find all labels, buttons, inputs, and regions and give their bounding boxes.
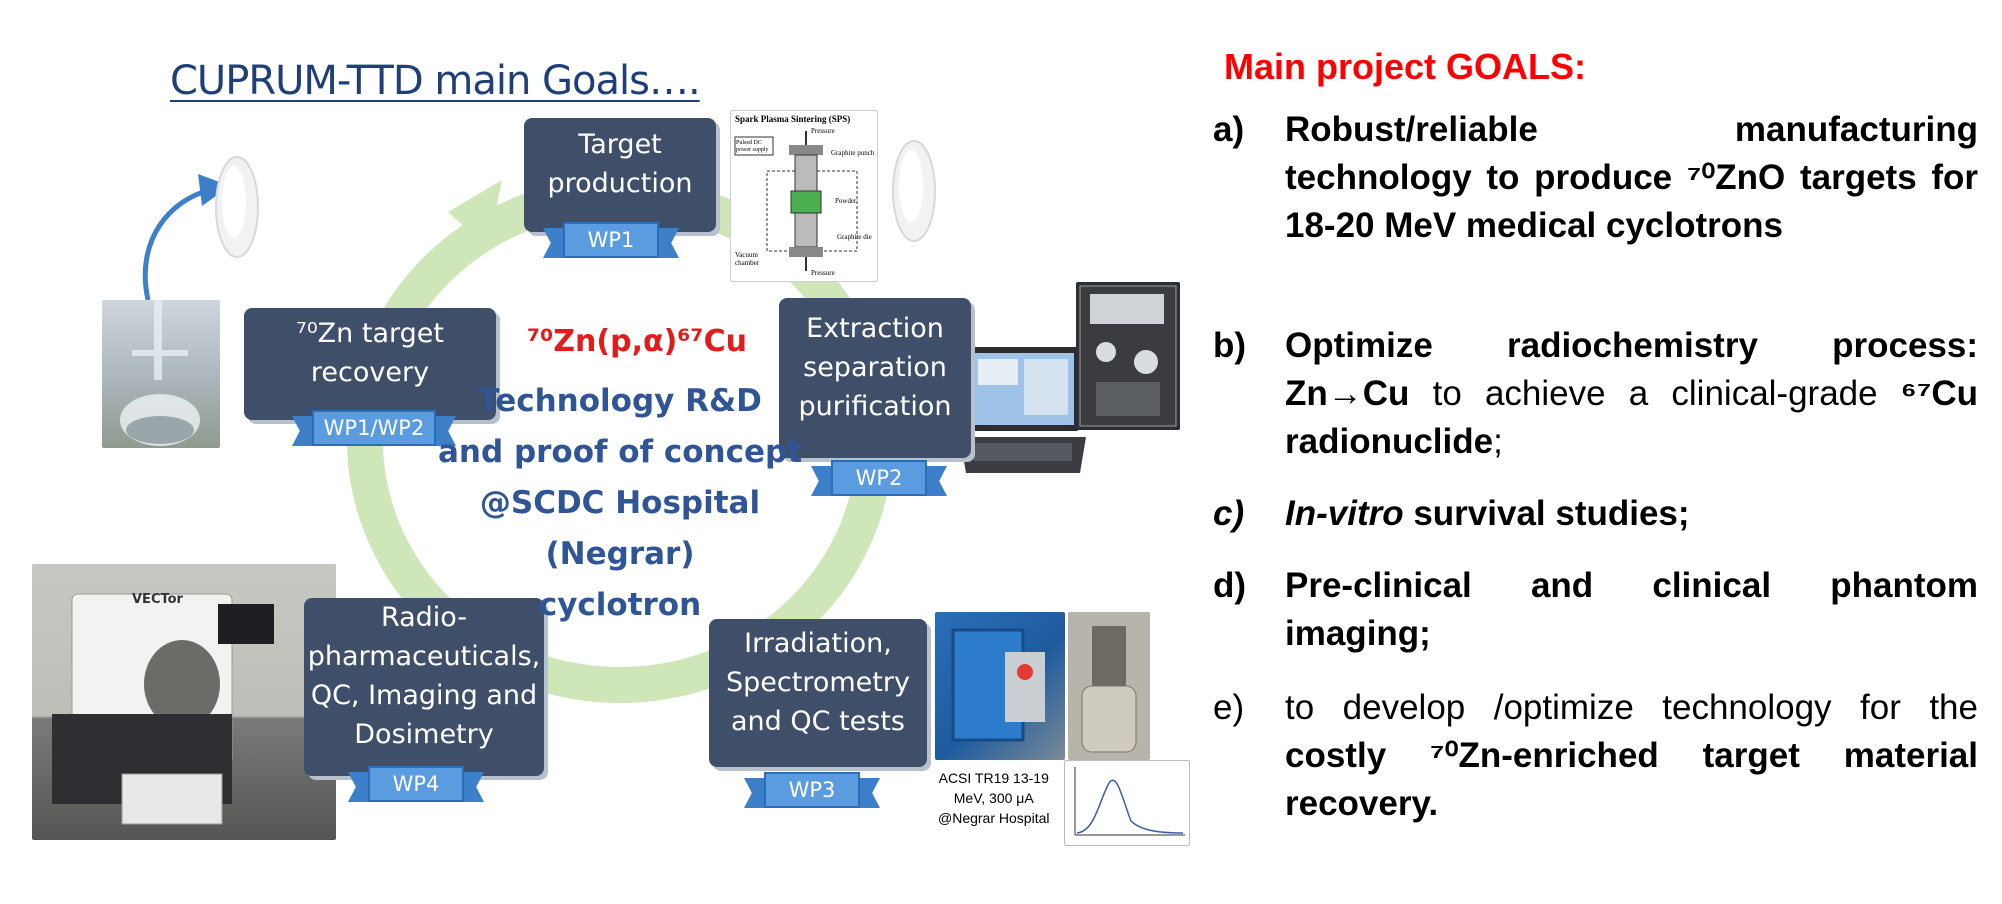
sps-label: Graphite punch xyxy=(831,149,875,157)
center-line: and proof of concept xyxy=(437,434,803,470)
goal-marker: b) xyxy=(1213,326,1247,365)
glassware-icon xyxy=(120,300,200,446)
goal-b: b) Optimize radiochemistry process: Zn→C… xyxy=(1213,322,1978,466)
sps-label: Graphite die xyxy=(837,233,872,241)
sps-label: Powder xyxy=(835,197,857,205)
center-description: Technology R&D and proof of concept @SCD… xyxy=(420,376,820,631)
step-label: Extraction xyxy=(806,312,944,344)
goal-e-text: to develop /optimize technology for the xyxy=(1285,688,1978,727)
dewar-photo xyxy=(1068,612,1150,760)
caption-line: MeV, 300 μA xyxy=(953,790,1034,806)
wp-label: WP1/WP2 xyxy=(312,410,436,446)
goal-d: d) Pre-clinical and clinical phantom ima… xyxy=(1213,562,1978,658)
goal-text: Robust/reliable manufacturing technology… xyxy=(1285,110,1978,245)
sps-label: Pressure xyxy=(811,127,835,135)
step-label: QC, Imaging and xyxy=(310,680,538,711)
caption-line: @Negrar Hospital xyxy=(938,810,1050,826)
imaging-system-photo: VECTor xyxy=(32,564,336,840)
wp-label: WP4 xyxy=(368,766,464,802)
goal-c: c) In-vitro survival studies; xyxy=(1213,490,1978,538)
sps-label: Pulsed DC power supply xyxy=(736,140,769,153)
goal-c-rest: survival studies; xyxy=(1403,494,1690,533)
wp-label: WP3 xyxy=(764,772,860,808)
sps-label: Vacuum chamber xyxy=(735,251,760,267)
sps-schematic xyxy=(734,131,858,271)
diagram-title: CUPRUM-TTD main Goals…. xyxy=(170,58,701,104)
wp-ribbon: WP2 xyxy=(811,460,947,496)
goal-text: Optimize radiochemistry process: Zn→Cu t… xyxy=(1285,322,1978,466)
wp-ribbon: WP1/WP2 xyxy=(292,410,456,446)
step-target-production: Target production xyxy=(524,118,716,232)
imaging-system-icon xyxy=(52,593,274,825)
target-pellet-icon xyxy=(215,156,259,258)
goal-text: In-vitro survival studies; xyxy=(1285,490,1978,538)
sps-label: Pressure xyxy=(811,269,835,277)
goals-heading: Main project GOALS: xyxy=(1224,46,1587,87)
sps-figure-title: Spark Plasma Sintering (SPS) xyxy=(735,114,851,124)
goal-b-bold-3: ⁶⁷Cu radionuclide xyxy=(1285,374,1978,461)
cycle-arrowhead xyxy=(448,180,502,248)
step-label: and QC tests xyxy=(731,705,905,737)
step-irradiation: Irradiation, Spectrometry and QC tests xyxy=(709,619,927,767)
goal-a: a) Robust/reliable manufacturing technol… xyxy=(1213,106,1978,250)
step-radiopharmaceuticals: Radio- pharmaceuticals, QC, Imaging and … xyxy=(304,598,544,776)
goal-marker: d) xyxy=(1213,566,1247,605)
step-label: purification xyxy=(798,390,952,422)
wp-ribbon: WP1 xyxy=(543,222,679,258)
caption-line: ACSI TR19 13-19 xyxy=(938,770,1049,786)
goal-marker: e) xyxy=(1213,688,1245,727)
synthesis-module-photo xyxy=(1076,282,1180,430)
step-zn-target-recovery: ⁷⁰Zn target recovery xyxy=(244,308,496,420)
step-label: Target xyxy=(578,129,662,160)
nuclear-reaction: ⁷⁰Zn(p,α)⁶⁷Cu xyxy=(527,324,747,359)
wp-label: WP2 xyxy=(831,460,927,496)
goal-c-italic: In-vitro xyxy=(1285,494,1404,533)
recovery-apparatus-photo xyxy=(102,300,220,448)
cyclotron-icon xyxy=(951,628,1045,742)
step-label: Spectrometry xyxy=(726,666,910,698)
wp-label: WP1 xyxy=(563,222,659,258)
center-line: Technology R&D xyxy=(478,383,762,419)
laptop-icon xyxy=(960,347,1086,473)
goal-b-bold-1: Optimize radiochemistry process: Zn→Cu xyxy=(1285,326,1978,413)
step-label: separation xyxy=(803,351,947,383)
curved-arrow-icon xyxy=(142,174,230,301)
spectrum-plot-thumbnail xyxy=(1064,760,1190,846)
cyclotron-photo xyxy=(935,612,1065,760)
wp-ribbon: WP4 xyxy=(348,766,484,802)
step-label: ⁷⁰Zn target xyxy=(296,318,444,349)
goal-text: to develop /optimize technology for the … xyxy=(1285,684,1978,828)
spectrum-curve xyxy=(1074,767,1185,836)
step-label: production xyxy=(547,168,693,199)
goal-text: Pre-clinical and clinical phantom imagin… xyxy=(1285,566,1978,653)
goal-marker: a) xyxy=(1213,110,1245,149)
imaging-brand-label: VECTor xyxy=(132,592,183,607)
goal-e: e) to develop /optimize technology for t… xyxy=(1213,684,1978,828)
step-label: pharmaceuticals, xyxy=(307,641,541,672)
step-label: Dosimetry xyxy=(354,719,494,750)
goal-e-bold: costly ⁷⁰Zn-enriched target material rec… xyxy=(1285,736,1978,823)
module-icon xyxy=(1079,285,1177,427)
cyclotron-caption: ACSI TR19 13-19 MeV, 300 μA @Negrar Hosp… xyxy=(938,768,1049,828)
step-label: recovery xyxy=(310,357,430,388)
sps-figure: Spark Plasma Sintering (SPS) Pressure Pu… xyxy=(730,110,878,282)
laptop-photo xyxy=(958,345,1088,477)
step-label: Irradiation, xyxy=(744,627,892,659)
goal-b-text-2: to achieve a clinical-grade xyxy=(1409,374,1901,413)
goal-b-text-4: ; xyxy=(1493,422,1503,461)
step-extraction: Extraction separation purification xyxy=(779,298,971,458)
target-pellet-icon xyxy=(892,140,936,242)
goal-marker: c) xyxy=(1213,494,1245,533)
wp-ribbon: WP3 xyxy=(744,772,880,808)
center-line: @SCDC Hospital (Negrar) xyxy=(479,485,761,572)
step-label: Radio- xyxy=(380,602,468,633)
dewar-icon xyxy=(1081,626,1137,753)
center-line: cyclotron xyxy=(538,587,702,623)
